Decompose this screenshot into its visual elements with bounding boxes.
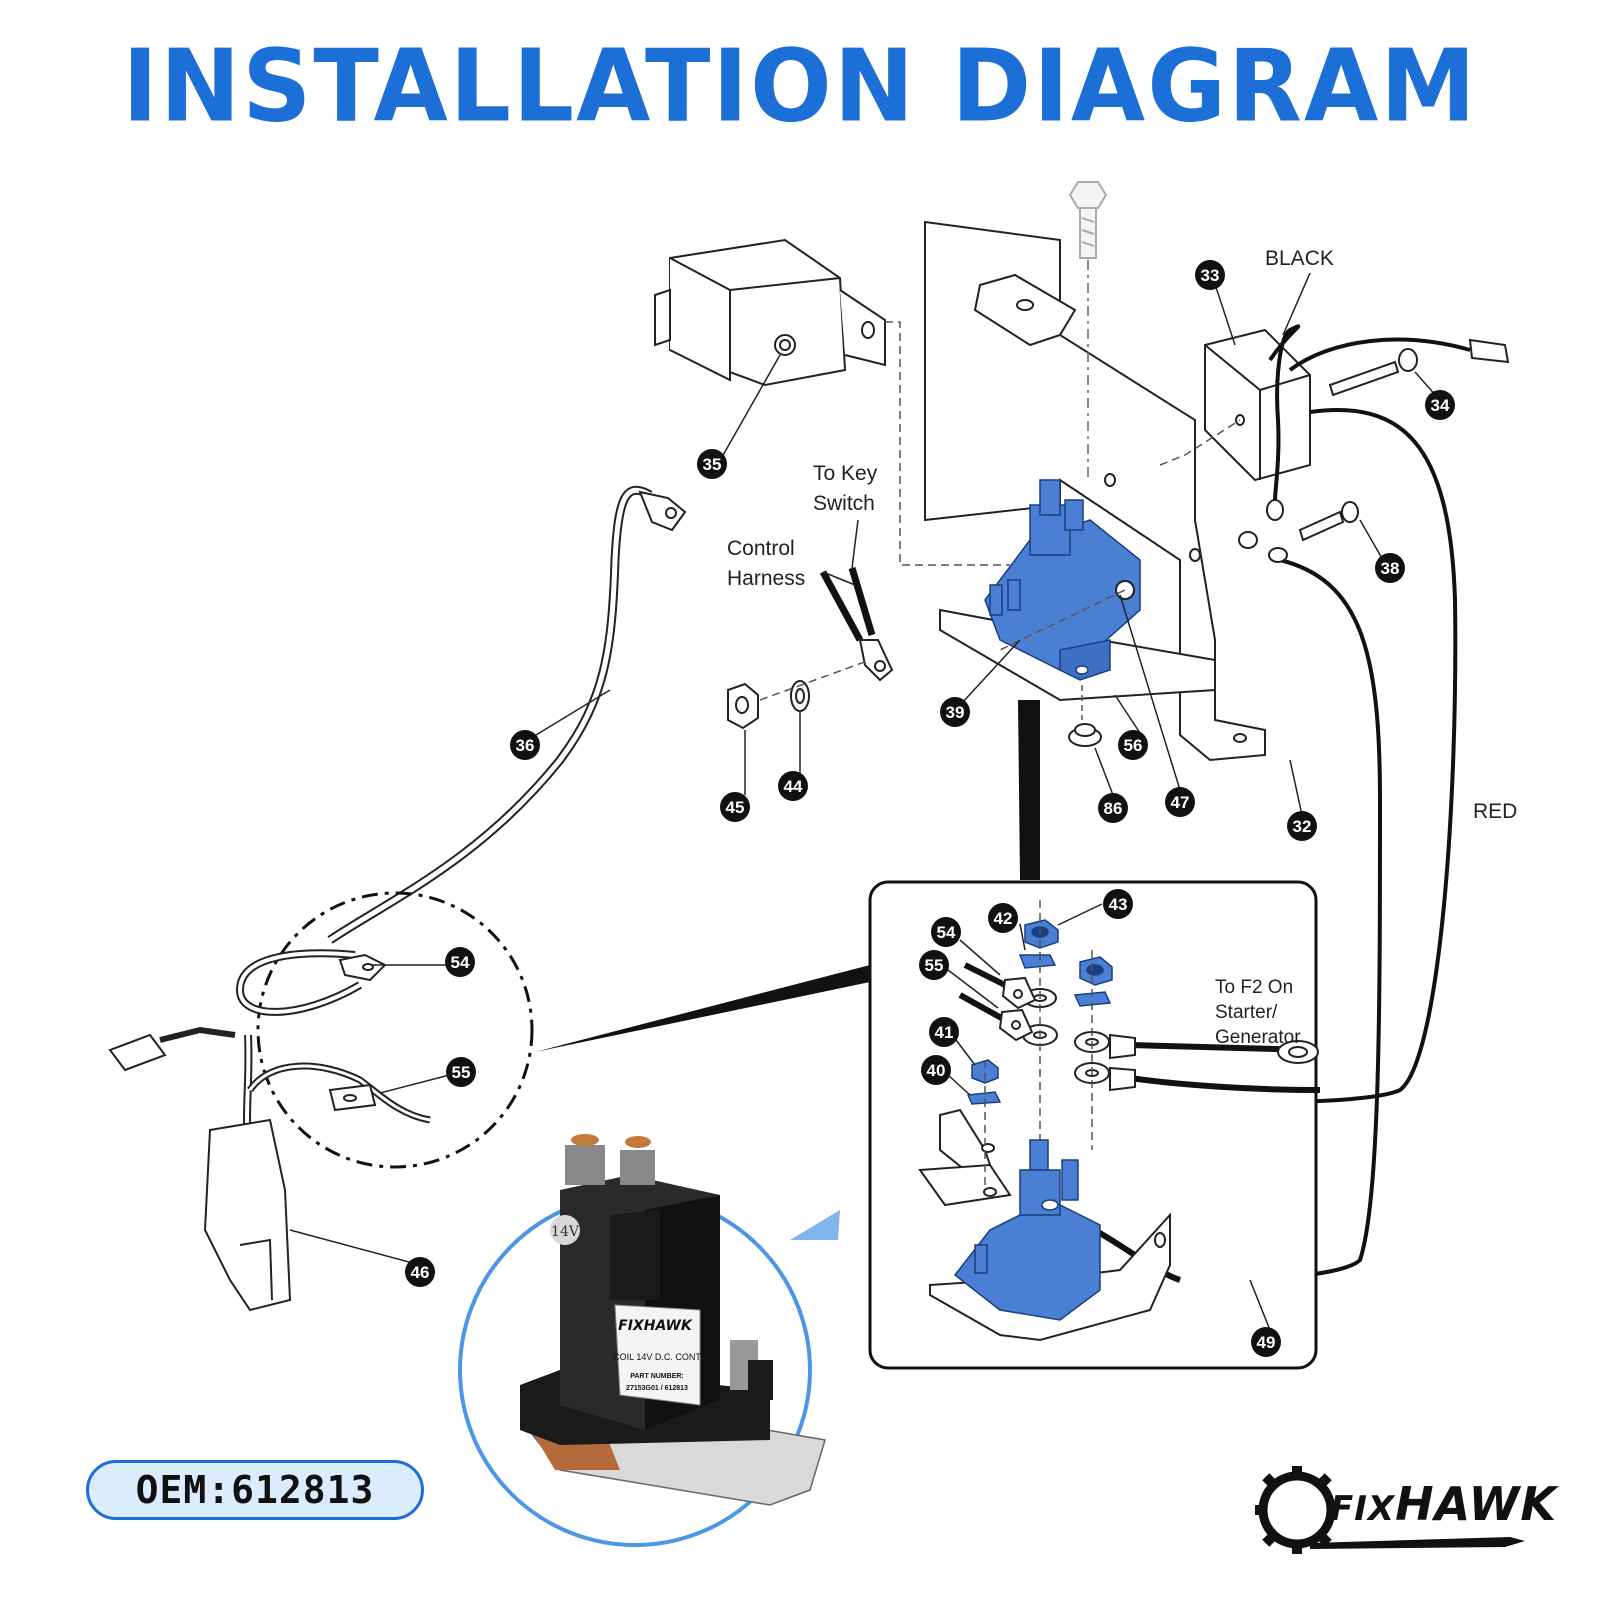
underline-swoosh [1310,1537,1525,1549]
screw-34 [1328,348,1418,397]
label-to-f2-3: Generator [1215,1027,1301,1048]
label-to-key-switch-1: To Key [813,462,878,485]
magnify-circle [256,891,534,1169]
inset-pointer [1018,700,1040,880]
callout-56: 56 [1118,730,1148,760]
svg-text:40: 40 [927,1061,946,1080]
gear-icon [1255,1466,1335,1554]
callout-45: 45 [720,792,750,822]
brand-hawk: HAWK [1395,1477,1558,1531]
connector-plug [1468,338,1510,364]
callout-41: 41 [929,1017,959,1047]
svg-text:44: 44 [784,777,803,796]
product-solenoid: 14V FIXHAWK COIL 14V D.C. CONT PART NUMB… [520,1134,826,1506]
svg-text:43: 43 [1109,895,1128,914]
callout-44: 44 [778,771,808,801]
svg-text:56: 56 [1124,736,1143,755]
callout-40: 40 [921,1055,951,1085]
callout-35: 35 [697,449,727,479]
svg-text:39: 39 [946,703,965,722]
relay-module [654,238,886,387]
callout-43: 43 [1103,889,1133,919]
brand-fix: FIX [1330,1489,1396,1529]
svg-text:55: 55 [925,956,944,975]
brand-logo: FIXHAWK [1255,1455,1556,1565]
mounting-bracket [924,220,1266,762]
screw-38 [1298,501,1359,542]
label-to-f2-2: Starter/ [1215,1002,1278,1023]
cable-36 [327,485,653,944]
svg-text:54: 54 [451,953,470,972]
svg-text:55: 55 [452,1063,471,1082]
svg-text:86: 86 [1104,799,1123,818]
callout-46: 46 [405,1257,435,1287]
callout-36: 36 [510,730,540,760]
label-black: BLACK [1265,247,1334,270]
inset-solenoid [953,1139,1101,1321]
callout-34: 34 [1425,390,1455,420]
washer-44 [790,680,810,712]
callout-55-inset: 55 [919,950,949,980]
svg-text:34: 34 [1431,396,1450,415]
oem-number: OEM:612813 [135,1468,375,1512]
svg-text:35: 35 [703,455,722,474]
label-to-f2-1: To F2 On [1215,977,1293,998]
harness-connector [108,953,387,1312]
svg-text:46: 46 [411,1263,430,1282]
harness-terminal [858,639,894,682]
callout-55-left: 55 [446,1057,476,1087]
inset-hardware [966,919,1113,1105]
svg-text:45: 45 [726,798,745,817]
callout-39: 39 [940,697,970,727]
oem-badge: OEM:612813 [86,1460,424,1520]
svg-text:42: 42 [994,909,1013,928]
callout-33: 33 [1195,260,1225,290]
top-bolt [1068,181,1108,259]
svg-text:36: 36 [516,736,535,755]
product-coil-text: COIL 14V D.C. CONT [613,1352,701,1362]
callout-38: 38 [1375,553,1405,583]
solenoid-mounted [984,479,1141,681]
product-label-brand: FIXHAWK [618,1318,693,1334]
svg-text:49: 49 [1257,1333,1276,1352]
svg-text:33: 33 [1201,266,1220,285]
label-control-harness-1: Control [727,537,795,560]
svg-text:47: 47 [1171,793,1190,812]
control-harness [819,566,876,642]
relay-dashed-line [885,321,1010,566]
wiring-harness-46 [159,949,431,1141]
page-title: INSTALLATION DIAGRAM [122,27,1478,145]
callout-86: 86 [1098,793,1128,823]
label-to-key-switch-2: Switch [813,492,875,515]
brand-wordmark: FIXHAWK [1330,1477,1557,1531]
callout-49: 49 [1251,1327,1281,1357]
resistor-module [1204,328,1311,482]
svg-text:54: 54 [937,923,956,942]
svg-text:41: 41 [935,1023,954,1042]
product-part-number: 27153G01 / 612813 [626,1385,688,1392]
svg-text:38: 38 [1381,559,1400,578]
product-part-label: PART NUMBER: [630,1373,684,1380]
ring-terminals [1238,499,1288,563]
callout-32: 32 [1287,811,1317,841]
callout-47: 47 [1165,787,1195,817]
callout-54-inset: 54 [931,917,961,947]
hex-nut-45 [727,682,759,730]
callout-42: 42 [988,903,1018,933]
callout-54-left: 54 [445,947,475,977]
label-control-harness-2: Harness [727,567,805,590]
cable-36-terminal [638,490,687,532]
product-voltage-badge: 14V [551,1224,580,1240]
svg-text:32: 32 [1293,817,1312,836]
inset-terminals [918,976,1319,1207]
label-red: RED [1473,800,1517,823]
flange-nut [1068,723,1102,747]
